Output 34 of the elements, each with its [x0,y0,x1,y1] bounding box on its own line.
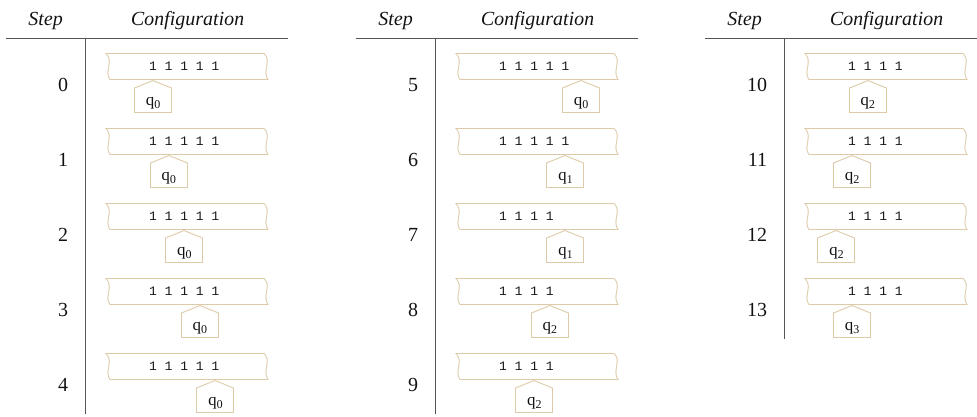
read-head: q$_{3}$ [833,305,871,338]
step-number: 2 [58,223,68,247]
step-number: 12 [747,223,767,247]
column-header: Configuration [130,7,246,32]
read-head: q$_{0}$ [150,155,188,188]
step-number: 0 [58,73,68,97]
read-head: q$_{2}$ [515,380,554,413]
read-head: q$_{2}$ [530,305,569,338]
read-head: q$_{0}$ [180,305,219,338]
column-header: Configuration [828,7,944,32]
read-head: q$_{2}$ [817,230,856,263]
step-number: 3 [58,298,68,322]
read-head: q$_{0}$ [562,80,600,113]
read-head: q$_{1}$ [546,230,584,263]
read-head: q$_{2}$ [848,80,887,113]
step-number: 7 [408,223,418,247]
column-header: Step [27,7,64,32]
step-number: 8 [408,298,418,322]
step-number: 9 [408,373,418,397]
step-number: 10 [747,73,767,97]
column-header: Configuration [480,7,596,32]
column-header: Step [726,7,763,32]
read-head: q$_{1}$ [546,155,584,188]
step-number: 6 [408,148,418,172]
step-number: 5 [408,73,418,97]
read-head: q$_{0}$ [134,80,172,113]
read-head: q$_{2}$ [833,155,871,188]
step-number: 1 [58,148,68,172]
read-head: q$_{0}$ [165,230,204,263]
step-number: 11 [748,148,767,172]
step-number: 13 [747,298,767,322]
step-number: 4 [58,373,68,397]
column-header: Step [377,7,414,32]
read-head: q$_{0}$ [196,380,234,413]
